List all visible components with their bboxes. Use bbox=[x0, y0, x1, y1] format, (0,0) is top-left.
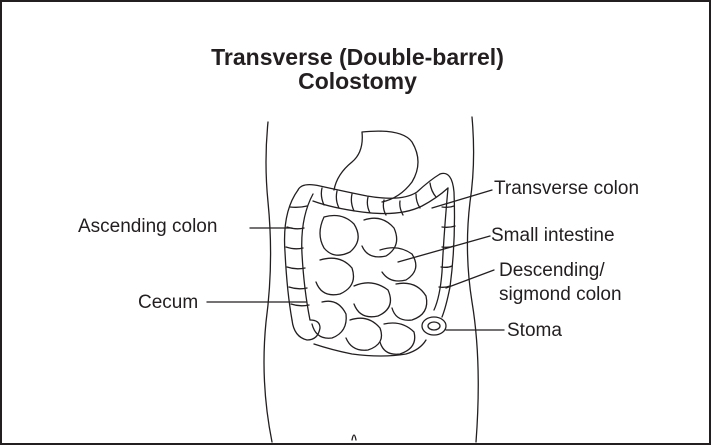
label-stoma: Stoma bbox=[507, 320, 562, 342]
descending-colon bbox=[434, 173, 455, 317]
navel bbox=[352, 435, 356, 440]
label-cecum: Cecum bbox=[138, 292, 198, 314]
body-outline-left bbox=[264, 122, 272, 442]
transverse-colon bbox=[298, 174, 448, 215]
stoma-shape bbox=[422, 317, 446, 335]
label-ascending-colon: Ascending colon bbox=[78, 216, 217, 238]
label-transverse-colon: Transverse colon bbox=[494, 178, 639, 200]
label-descending-colon-line-1: Descending/ bbox=[499, 260, 605, 282]
cecum-shape bbox=[292, 320, 320, 340]
leader-transverse-colon bbox=[432, 190, 492, 208]
label-small-intestine: Small intestine bbox=[491, 225, 615, 247]
label-descending-colon-line-2: sigmond colon bbox=[499, 284, 622, 306]
ascending-colon bbox=[285, 190, 313, 320]
small-intestine bbox=[312, 216, 427, 356]
